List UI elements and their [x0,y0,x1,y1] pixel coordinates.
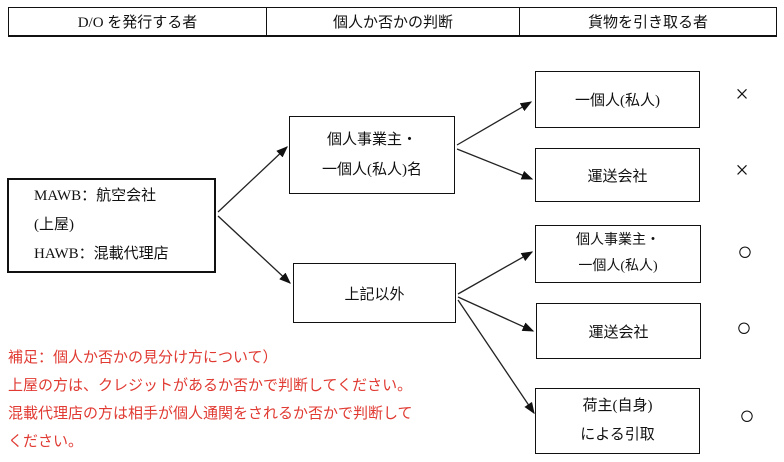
source-box-mawb-hawb: MAWB：航空会社 (上屋) HAWB：混載代理店 [7,178,216,273]
source-line-uwaya: (上屋) [34,217,74,233]
result-mark-circle: ○ [739,401,755,430]
result-mark-circle: ○ [737,237,753,266]
result-box-transport-company-ok: 運送会社 [536,303,701,359]
header-cell-individual-judgment: 個人か否かの判断 [266,8,519,35]
result-box-shipper-self-pickup: 荷主(自身) による引取 [535,388,700,454]
result-mark-cross: × [735,82,749,108]
result-box-transport-company-ng: 運送会社 [535,148,700,202]
decision-box-individual-name: 個人事業主・ 一個人(私人)名 [289,116,455,194]
decision-line: 個人事業主・ [326,132,417,148]
result-line: 一個人(私人) [575,93,660,109]
source-line-mawb: MAWB：航空会社 [34,188,157,204]
result-line: 一個人(私人) [578,259,658,274]
result-line: 運送会社 [587,168,648,185]
decision-line: 一個人(私人)名 [322,162,422,178]
result-box-sole-proprietor-individual: 個人事業主・ 一個人(私人) [535,225,701,283]
result-line: 運送会社 [588,324,649,341]
result-mark-cross: × [735,158,749,184]
result-mark-circle: ○ [736,313,752,342]
result-box-private-individual: 一個人(私人) [535,71,700,128]
note-line: 混載代理店の方は相手が個人通関をされるか否かで判断して [8,406,413,422]
header-cell-cargo-receiver: 貨物を引き取る者 [519,8,776,35]
header-cell-do-issuer: D/O を発行する者 [77,15,198,31]
supplement-note: 補足：個人か否かの見分け方について） 上屋の方は、クレジットがあるか否かで判断し… [8,344,488,456]
source-line-hawb: HAWB：混載代理店 [34,246,169,262]
decision-box-other: 上記以外 [293,263,456,323]
result-line: 荷主(自身) [582,398,653,414]
result-line: 個人事業主・ [576,233,660,248]
note-line: ください。 [8,434,84,450]
decision-line: 上記以外 [344,286,405,303]
note-line: 補足：個人か否かの見分け方について） [8,350,278,366]
result-line: による引取 [580,427,655,443]
header-table: D/O を発行する者 個人か否かの判断 貨物を引き取る者 [8,7,777,37]
note-line: 上屋の方は、クレジットがあるか否かで判断してください。 [8,378,413,394]
